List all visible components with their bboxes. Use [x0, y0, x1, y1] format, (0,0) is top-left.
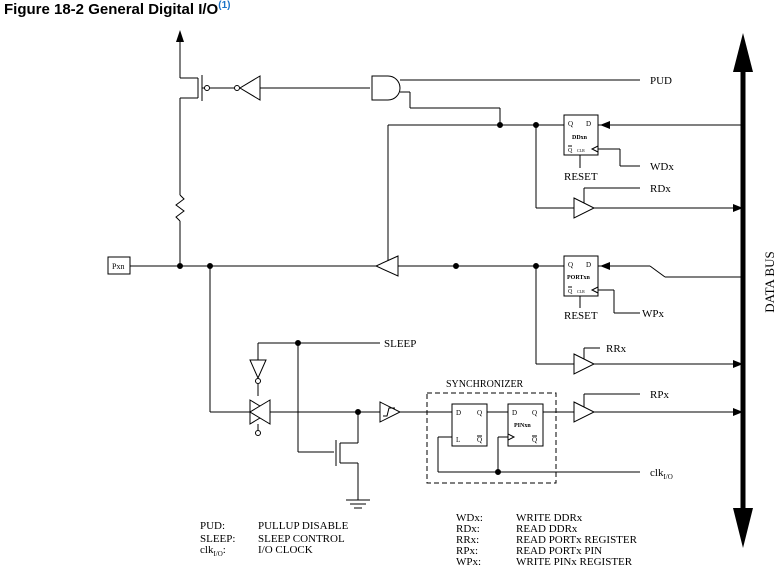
sleep-input-path — [209, 266, 452, 509]
latch-l-label: L — [456, 436, 460, 444]
pullup-circuit — [175, 30, 640, 266]
ddr-flipflop: Q D DDxn Q CLR — [533, 114, 743, 219]
ddr-name-label: DDxn — [572, 135, 588, 141]
synchronizer-label: SYNCHRONIZER — [446, 379, 524, 390]
legend-right: WDx: WRITE DDRx RDx: READ DDRx RRx: READ… — [456, 512, 638, 568]
clk-label: clkI/O — [650, 467, 673, 481]
pin-pad: Pxn — [107, 256, 564, 275]
legend-right-key: RDx: — [456, 523, 480, 535]
data-bus: DATA BUS — [733, 33, 777, 548]
pinff-qbar-label: Q — [532, 436, 537, 444]
ddr-qbar-label: Q — [568, 148, 573, 154]
port-clr-label: CLR — [577, 289, 585, 294]
pinff-q-label: Q — [532, 409, 537, 417]
legend-left-value: I/O CLOCK — [258, 544, 313, 556]
figure-note-ref: (1) — [218, 0, 231, 11]
ddr-clr-label: CLR — [577, 148, 585, 153]
output-buffer — [374, 107, 564, 277]
legend-left-key: PUD: — [200, 520, 225, 532]
synchronizer: D Q L Q D Q PINxn Q — [426, 392, 743, 484]
rpx-label: RPx — [650, 389, 669, 401]
legend-left-key: clkI/O: — [200, 544, 226, 558]
legend-right-value: READ PORTx REGISTER — [516, 534, 638, 546]
legend-left: PUD: PULLUP DISABLE SLEEP: SLEEP CONTROL… — [200, 520, 349, 558]
latch-q-label: Q — [477, 409, 482, 417]
legend-right-key: WDx: — [456, 512, 483, 524]
rdx-label: RDx — [650, 183, 671, 195]
pud-label: PUD — [650, 75, 672, 87]
legend-right-key: WPx: — [456, 556, 481, 568]
ddr-d-label: D — [586, 120, 591, 128]
port-d-label: D — [586, 261, 591, 269]
figure-title-text: Figure 18-2 General Digital I/O — [4, 1, 219, 18]
port-reset-label: RESET — [564, 310, 598, 322]
ddr-reset-label: RESET — [564, 171, 598, 183]
sleep-label: SLEEP — [384, 338, 416, 350]
port-flipflop: Q D PORTxn Q CLR — [533, 255, 743, 375]
pinff-name-label: PINxn — [514, 423, 531, 429]
legend-right-value: WRITE DDRx — [516, 512, 583, 524]
rrx-label: RRx — [606, 343, 627, 355]
pin-label: Pxn — [112, 262, 124, 271]
legend-right-key: RRx: — [456, 534, 479, 546]
legend-right-value: READ PORTx PIN — [516, 545, 602, 557]
legend-right-value: WRITE PINx REGISTER — [516, 556, 633, 568]
legend-left-value: SLEEP CONTROL — [258, 533, 345, 545]
port-name-label: PORTxn — [567, 275, 590, 281]
legend-right-value: READ DDRx — [516, 523, 578, 535]
port-qbar-label: Q — [568, 289, 573, 295]
legend-right-key: RPx: — [456, 545, 478, 557]
legend-left-key: SLEEP: — [200, 533, 235, 545]
figure-title: Figure 18-2 General Digital I/O(1) — [4, 0, 230, 18]
ddr-q-label: Q — [568, 120, 573, 128]
legend-left-value: PULLUP DISABLE — [258, 520, 349, 532]
wpx-label: WPx — [642, 308, 665, 320]
data-bus-label: DATA BUS — [762, 251, 777, 312]
pinff-d-label: D — [512, 409, 517, 417]
port-q-label: Q — [568, 261, 573, 269]
latch-d-label: D — [456, 409, 461, 417]
wdx-label: WDx — [650, 161, 674, 173]
latch-qbar-label: Q — [477, 436, 482, 444]
